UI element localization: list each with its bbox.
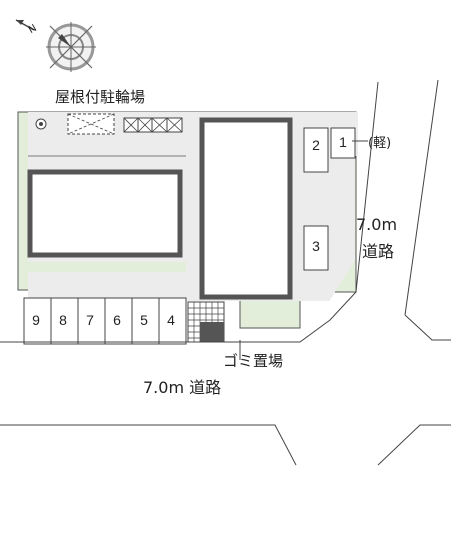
- garbage-area-icon: [187, 301, 225, 343]
- road-edge-east-far: [404, 79, 439, 316]
- garbage-label: ゴミ置場: [223, 352, 284, 370]
- road-edge-south-far: [0, 424, 297, 466]
- parking-slot-4: 4: [167, 312, 175, 328]
- parking-slot-3: 3: [312, 238, 320, 254]
- bicycle-rack: [123, 117, 183, 133]
- green-strip: [28, 262, 186, 272]
- parking-slot-9: 9: [32, 312, 40, 328]
- parking-slot-7: 7: [86, 312, 94, 328]
- building-right: [199, 117, 293, 300]
- parking-dividers: [50, 298, 160, 344]
- parking-slot-6: 6: [113, 312, 121, 328]
- light-vehicle-note: (軽): [368, 136, 392, 151]
- bicycle-parking-label: 屋根付駐輪場: [55, 88, 146, 106]
- building-left: [27, 169, 183, 258]
- parking-slot-2-box: [303, 127, 329, 173]
- compass-icon: [15, 19, 96, 72]
- parking-slot-3-box: [303, 225, 329, 271]
- road-edge-south: [0, 291, 357, 343]
- parking-slot-1: 1: [339, 134, 347, 150]
- parking-slot-1-box: [330, 127, 356, 159]
- east-road-name: 道路: [362, 242, 395, 261]
- east-road-width: 7.0m: [356, 215, 398, 234]
- parking-slot-2: 2: [312, 137, 320, 153]
- road-edge-east: [355, 81, 379, 293]
- parking-slot-5: 5: [140, 312, 148, 328]
- south-road-label: 7.0m 道路: [143, 378, 222, 397]
- equipment-icon: [35, 118, 47, 130]
- parking-slot-8: 8: [59, 312, 67, 328]
